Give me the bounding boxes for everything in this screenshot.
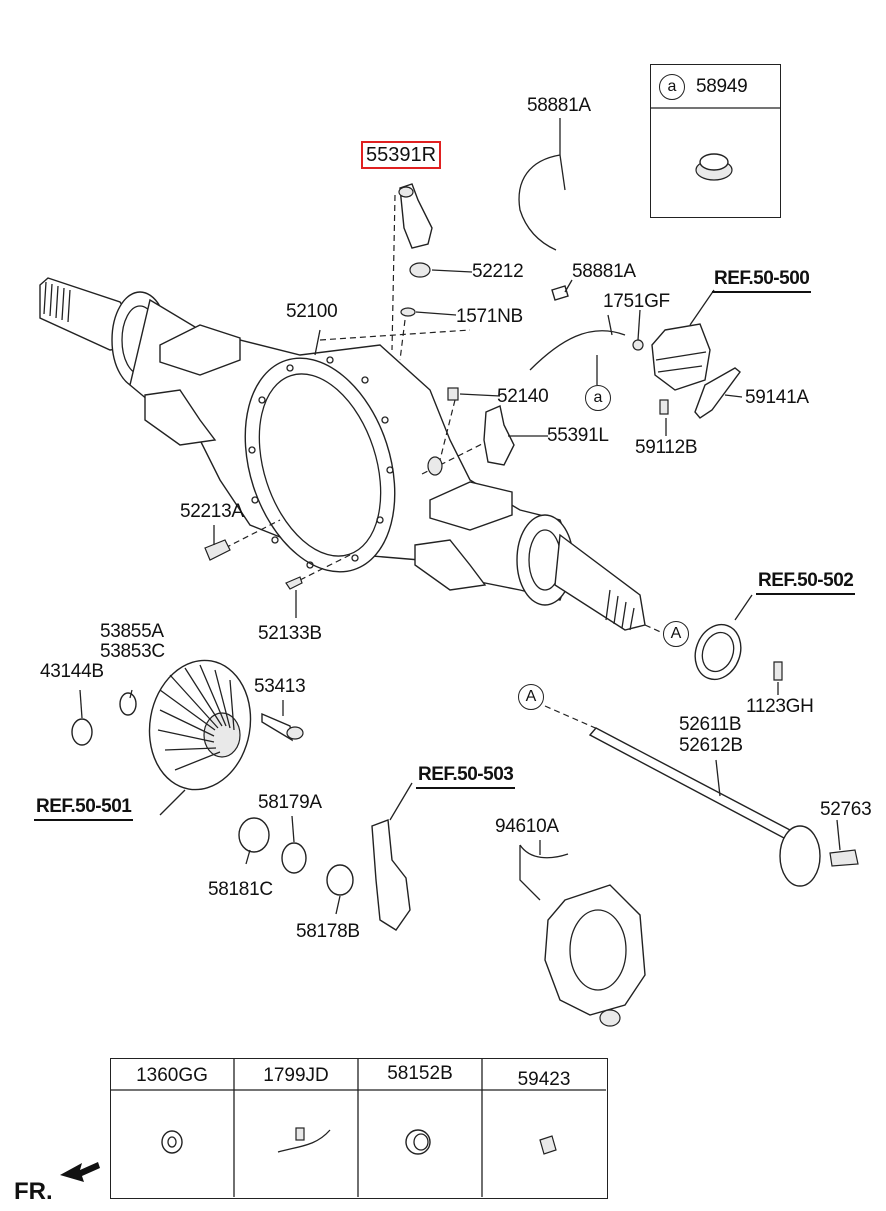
bottom-parts-table xyxy=(110,1058,608,1199)
label-58949[interactable]: 58949 xyxy=(696,76,748,97)
axle-housing-drawing xyxy=(39,277,646,631)
front-arrow xyxy=(60,1162,100,1182)
sensor-94610A-drawing xyxy=(519,844,569,901)
brake-lever-drawing xyxy=(371,819,411,931)
label-52212[interactable]: 52212 xyxy=(472,261,524,282)
leader-lines xyxy=(79,118,841,915)
plug-1571NB-drawing xyxy=(400,307,416,317)
label-1571NB[interactable]: 1571NB xyxy=(456,306,523,327)
label-52611B[interactable]: 52611B xyxy=(679,714,742,735)
stud-53413-drawing xyxy=(261,712,304,742)
label-58178B[interactable]: 58178B xyxy=(296,921,360,942)
label-52140[interactable]: 52140 xyxy=(497,386,549,407)
callout-a: a xyxy=(585,385,611,411)
inset-box-58949 xyxy=(650,64,781,218)
label-52100[interactable]: 52100 xyxy=(286,301,338,322)
bolt-52133B-drawing xyxy=(285,576,303,590)
label-59141A[interactable]: 59141A xyxy=(745,387,809,408)
brake-chamber-drawing xyxy=(651,323,741,419)
ref-50-500[interactable]: REF.50-500 xyxy=(712,268,812,293)
oil-seals-mid-drawing xyxy=(238,817,354,896)
table-cell-1799JD[interactable]: 1799JD xyxy=(263,1065,329,1086)
label-53413[interactable]: 53413 xyxy=(254,676,306,697)
ref-50-502[interactable]: REF.50-502 xyxy=(756,570,856,595)
table-cell-1360GG[interactable]: 1360GG xyxy=(136,1065,208,1086)
bottom-table-drawing xyxy=(110,1058,606,1197)
label-53855A[interactable]: 53855A xyxy=(100,621,164,642)
label-58881A-top[interactable]: 58881A xyxy=(527,95,591,116)
label-58181C[interactable]: 58181C xyxy=(208,879,273,900)
label-52763[interactable]: 52763 xyxy=(820,799,872,820)
inset-marker: a xyxy=(659,74,685,100)
label-94610A[interactable]: 94610A xyxy=(495,816,559,837)
inset-58949-drawing xyxy=(650,107,780,181)
label-1751GF[interactable]: 1751GF xyxy=(603,291,670,312)
front-orientation-label: FR. xyxy=(14,1178,53,1205)
axle-shaft-drawing xyxy=(588,727,859,887)
bolt-52140-drawing xyxy=(427,387,459,476)
highlighted-part-label[interactable]: 55391R xyxy=(361,141,442,169)
ref-50-503[interactable]: REF.50-503 xyxy=(416,764,516,789)
bracket-55391L-drawing xyxy=(483,405,515,466)
label-55391L[interactable]: 55391L xyxy=(547,425,609,446)
breather-hose-58881A-drawing xyxy=(518,154,569,301)
callout-A-lower: A xyxy=(518,684,544,710)
label-53853C[interactable]: 53853C xyxy=(100,641,165,662)
label-59112B[interactable]: 59112B xyxy=(635,437,698,458)
label-52612B[interactable]: 52612B xyxy=(679,735,743,756)
callout-A-upper: A xyxy=(663,621,689,647)
hub-drum-drawing xyxy=(148,659,252,791)
label-58881A-mid[interactable]: 58881A xyxy=(572,261,636,282)
bolt-1123GH-drawing xyxy=(773,661,783,681)
seal-ring-drawing xyxy=(694,623,742,681)
table-cell-58152B[interactable]: 58152B xyxy=(387,1063,453,1084)
label-52133B[interactable]: 52133B xyxy=(258,623,322,644)
label-58179A[interactable]: 58179A xyxy=(258,792,322,813)
label-52213A[interactable]: 52213A xyxy=(180,501,244,522)
bolt-52213A-drawing xyxy=(204,539,231,561)
bracket-55391R-drawing xyxy=(398,183,433,249)
ref-50-501[interactable]: REF.50-501 xyxy=(34,796,134,821)
wheel-hub-drawing xyxy=(544,884,646,1027)
cap-52212-drawing xyxy=(409,262,431,278)
small-seals-left-drawing xyxy=(71,692,137,746)
label-43144B[interactable]: 43144B xyxy=(40,661,104,682)
label-1123GH[interactable]: 1123GH xyxy=(746,696,814,717)
table-cell-59423[interactable]: 59423 xyxy=(517,1069,571,1090)
hose-58881A-mid-drawing xyxy=(529,330,644,371)
